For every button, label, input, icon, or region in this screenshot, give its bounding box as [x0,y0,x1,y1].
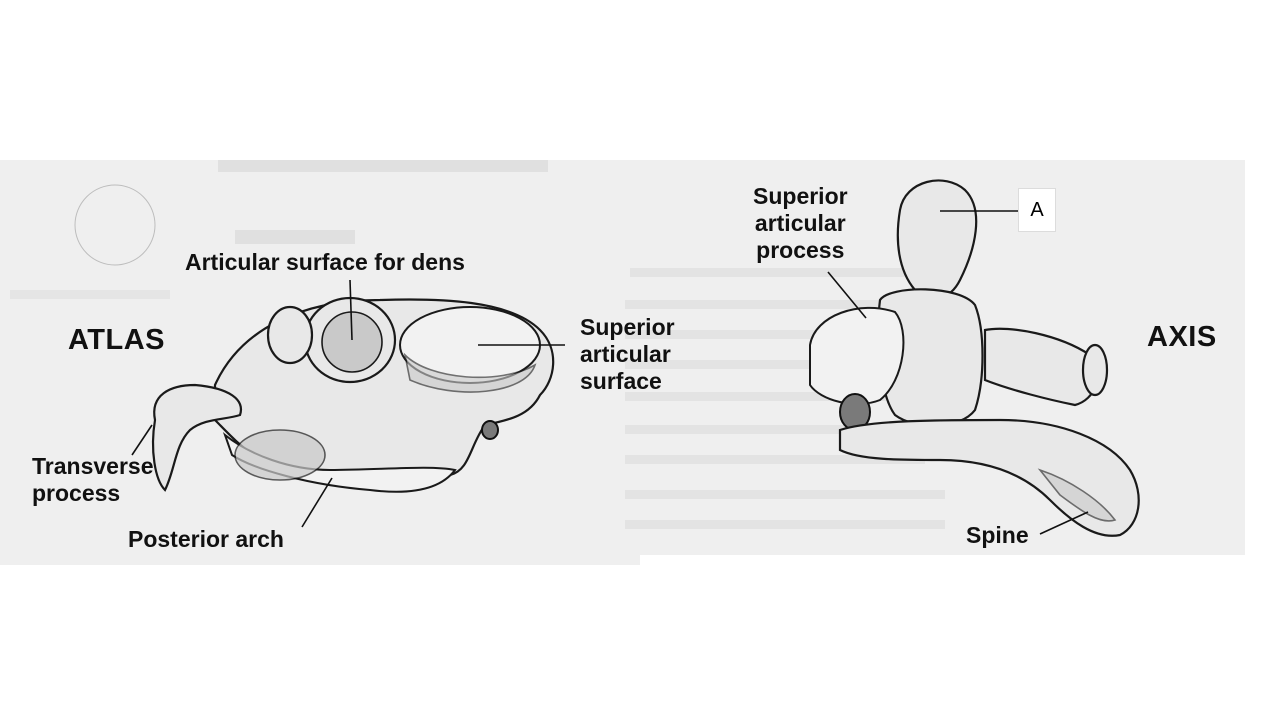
atlas-title: ATLAS [68,324,166,356]
marker-a-text: A [1030,198,1044,221]
axis-bone [809,179,1140,537]
leader-superior-articular-process [827,271,867,319]
leader-transverse-process [131,424,153,456]
leader-posterior-arch [301,477,333,528]
scan-bleed-lines [10,160,965,529]
atlas-bone [151,296,555,493]
label-superior-articular-process: Superior articular process [753,183,848,263]
leader-articular-surface-dens [349,279,353,341]
axis-title: AXIS [1147,321,1217,353]
label-articular-surface-dens: Articular surface for dens [185,249,465,275]
leader-spine [1039,511,1089,535]
label-spine: Spine [966,522,1029,548]
label-posterior-arch: Posterior arch [128,526,284,552]
label-transverse-process: Transverse process [32,453,154,506]
label-marker-box-a: A [1018,188,1056,232]
label-superior-articular-surface: Superior articular surface [580,314,675,394]
leader-lines [131,210,1089,535]
